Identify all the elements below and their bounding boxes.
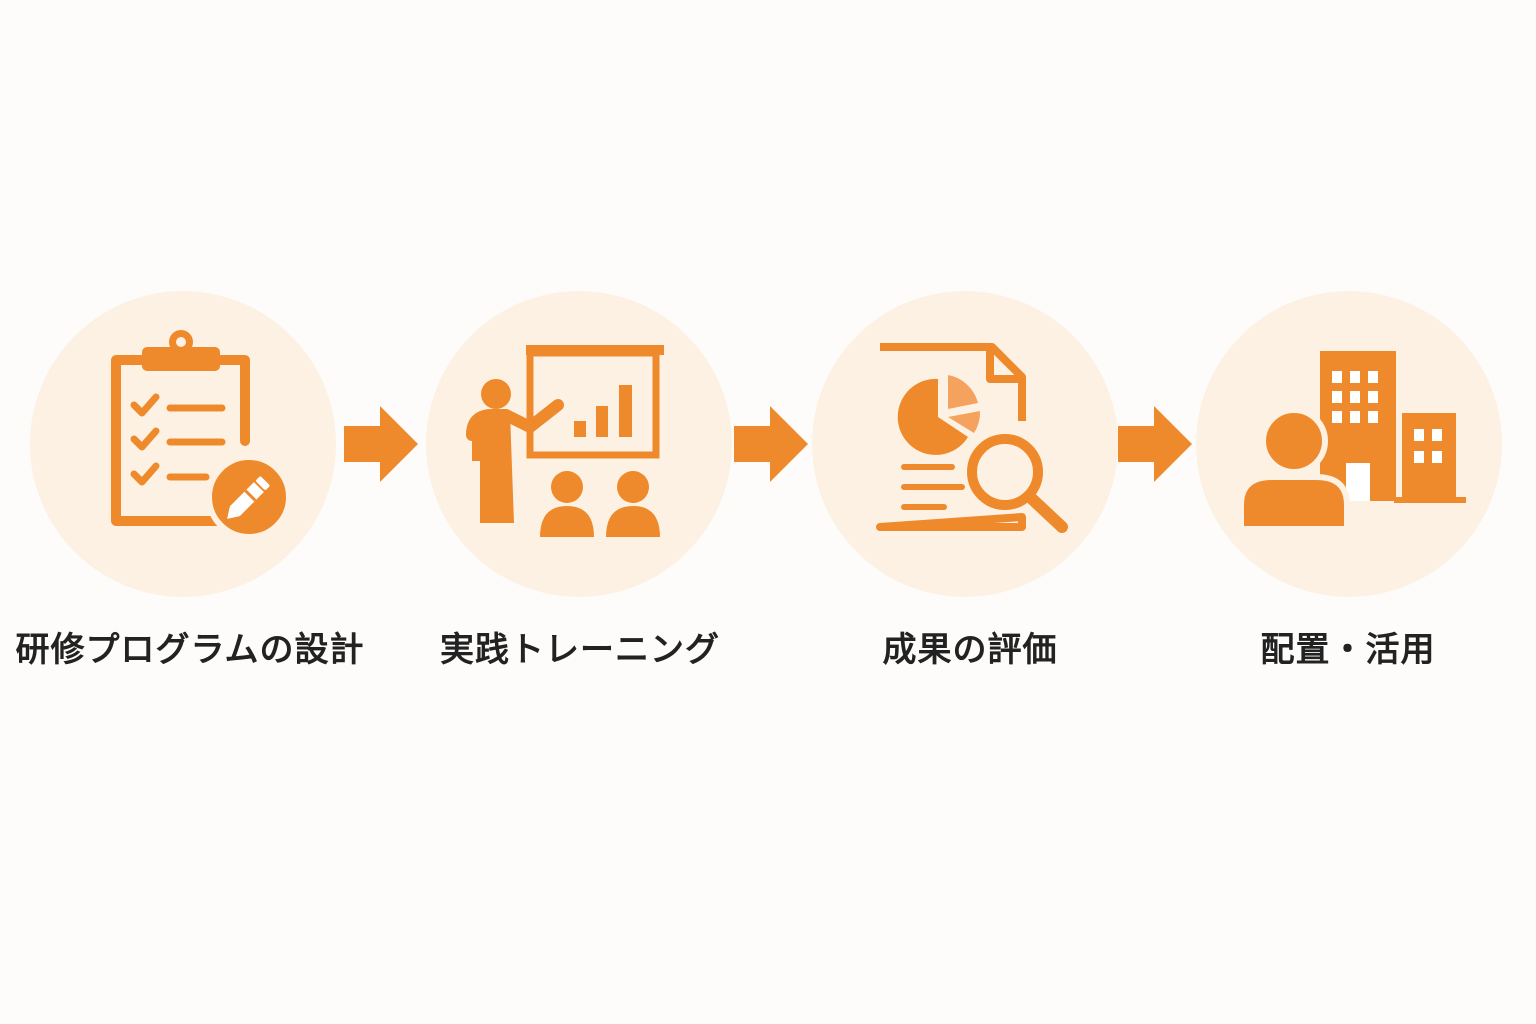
step-2-circle [426, 291, 732, 597]
right-arrow-icon [734, 406, 808, 482]
person-building-icon [1238, 351, 1466, 532]
clipboard-pencil-icon [111, 330, 292, 540]
step-3-circle [812, 291, 1118, 597]
step-3-label: 成果の評価 [882, 630, 1058, 670]
right-arrow-icon [1118, 406, 1192, 482]
presenter-chart-audience-icon [466, 345, 664, 537]
step-1-circle [30, 291, 336, 597]
step-2-label: 実践トレーニング [440, 630, 720, 670]
step-4-circle [1196, 291, 1502, 597]
right-arrow-icon [344, 406, 418, 482]
report-magnifier-icon [876, 343, 1068, 533]
step-1-label: 研修プログラムの設計 [15, 630, 365, 670]
step-4-label: 配置・活用 [1260, 630, 1436, 670]
